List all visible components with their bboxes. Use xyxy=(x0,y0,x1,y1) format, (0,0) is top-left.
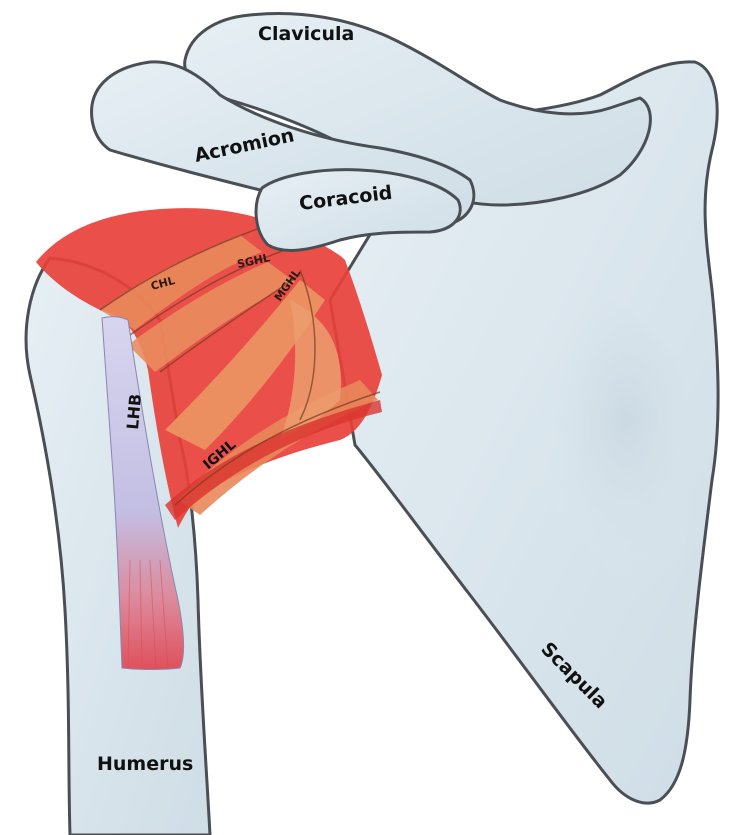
label-lhb: LHB xyxy=(123,393,145,430)
label-clavicula: Clavicula xyxy=(258,23,354,45)
label-humerus: Humerus xyxy=(97,753,193,775)
